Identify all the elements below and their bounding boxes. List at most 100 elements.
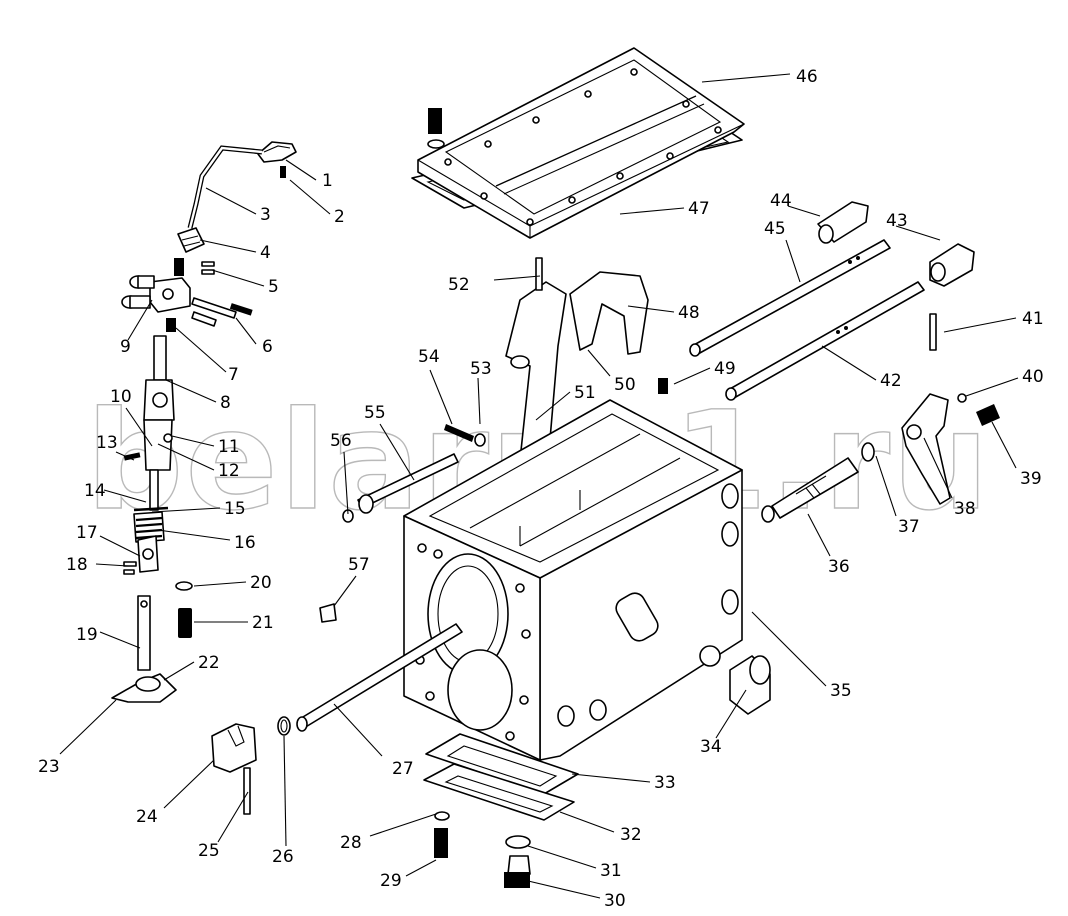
callout-number-12: 12 [218,461,240,481]
callout-leader-45 [785,239,801,283]
callout-leader-27 [333,703,383,757]
callout-leader-33 [571,773,651,783]
callout-leader-51 [535,391,571,421]
callout-leader-32 [559,811,615,833]
shift-rods-and-forks [491,201,975,493]
callout-leader-55 [379,423,415,481]
transmission-housing [403,399,743,761]
callout-number-11: 11 [218,437,240,457]
callout-leader-20 [193,581,247,587]
callout-number-7: 7 [228,365,239,385]
callout-number-19: 19 [76,625,98,645]
callout-number-37: 37 [898,517,920,537]
callout-leader-19 [99,631,141,649]
callout-leader-38 [923,437,953,499]
callout-leader-15 [151,507,221,513]
callout-leader-46 [701,73,791,83]
right-side-parts [729,393,1000,715]
callout-number-55: 55 [364,403,386,423]
callout-leader-4 [199,239,257,253]
callout-number-49: 49 [714,359,736,379]
callout-number-26: 26 [272,847,294,867]
callout-number-32: 32 [620,825,642,845]
callout-number-31: 31 [600,861,622,881]
callout-leader-10 [125,407,153,447]
callout-leader-36 [807,513,831,557]
callout-number-15: 15 [224,499,246,519]
top-cover-and-gasket [411,47,745,239]
callout-number-36: 36 [828,557,850,577]
callout-leader-29 [405,859,437,877]
callout-number-35: 35 [830,681,852,701]
callout-number-14: 14 [84,481,106,501]
callout-number-54: 54 [418,347,440,367]
callout-labels: 1234567891011121314151617181920212223242… [38,67,1044,911]
callout-leader-1 [285,159,317,181]
callout-number-43: 43 [886,211,908,231]
callout-number-39: 39 [1020,469,1042,489]
callout-number-41: 41 [1022,309,1044,329]
callout-leader-41 [943,317,1017,333]
callout-number-3: 3 [260,205,271,225]
callout-number-9: 9 [120,337,131,357]
callout-number-33: 33 [654,773,676,793]
callout-number-13: 13 [96,433,118,453]
callout-leader-42 [821,345,877,381]
callout-number-48: 48 [678,303,700,323]
callout-leader-5 [211,269,265,287]
callout-number-40: 40 [1022,367,1044,387]
callout-leader-43 [895,225,941,241]
callout-number-10: 10 [110,387,132,407]
callout-leader-18 [95,563,129,567]
callout-leader-52 [493,275,541,281]
callout-leader-23 [59,699,117,755]
callout-leader-57 [333,575,357,607]
front-shaft-and-fasteners [277,424,579,888]
callout-number-27: 27 [392,759,414,779]
callout-number-30: 30 [604,891,626,911]
callout-leader-44 [787,205,821,217]
callout-leader-22 [163,661,195,681]
callout-number-51: 51 [574,383,596,403]
callout-leader-24 [163,759,215,809]
callout-leader-53 [477,377,481,425]
callout-leader-13 [115,451,135,461]
gear-lever-assembly [111,141,297,815]
callout-leader-39 [991,421,1017,469]
callout-leader-14 [103,489,147,503]
callout-number-50: 50 [614,375,636,395]
callout-leader-48 [627,305,675,313]
callout-leader-37 [875,455,897,517]
callout-number-56: 56 [330,431,352,451]
callout-number-22: 22 [198,653,220,673]
callout-leader-49 [673,367,711,385]
callout-number-34: 34 [700,737,722,757]
callout-leader-47 [619,207,685,215]
callout-number-5: 5 [268,277,279,297]
callout-number-21: 21 [252,613,274,633]
callout-number-28: 28 [340,833,362,853]
callout-leader-16 [157,529,231,541]
callout-leader-56 [343,451,349,515]
callout-number-23: 23 [38,757,60,777]
callout-leader-9 [127,299,153,341]
callout-number-24: 24 [136,807,158,827]
callout-number-8: 8 [220,393,231,413]
callout-number-53: 53 [470,359,492,379]
callout-number-42: 42 [880,371,902,391]
callout-leader-17 [99,535,141,557]
callout-number-2: 2 [334,207,345,227]
callout-number-16: 16 [234,533,256,553]
callout-leader-25 [217,791,249,843]
callout-leader-2 [289,179,331,215]
callout-leader-30 [523,879,601,899]
callout-leader-35 [751,611,827,687]
callout-leader-40 [965,377,1019,397]
callout-number-44: 44 [770,191,792,211]
callout-number-20: 20 [250,573,272,593]
callout-number-29: 29 [380,871,402,891]
callout-leader-54 [429,369,453,425]
callout-number-4: 4 [260,243,271,263]
callout-leader-28 [369,813,437,837]
